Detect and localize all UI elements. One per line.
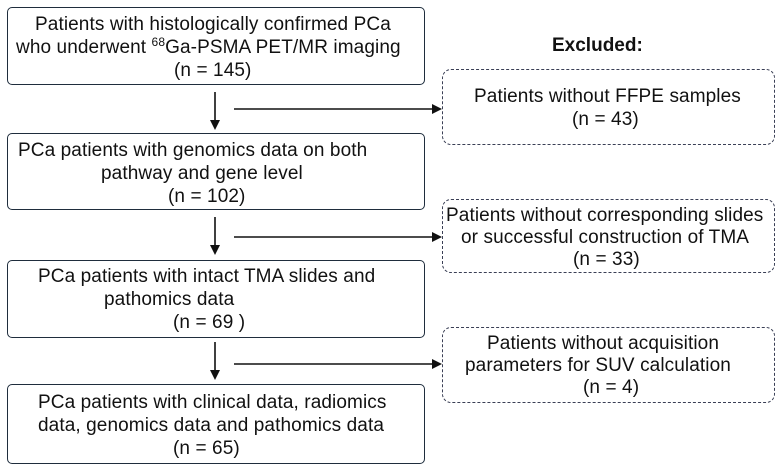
- exclusion-box-2: Patients without corresponding slides or…: [442, 199, 775, 273]
- step-3-line-1: PCa patients with intact TMA slides and: [38, 266, 376, 287]
- step-1-count: (n = 145): [174, 60, 252, 81]
- exclusion-3-line-2: parameters for SUV calculation: [465, 355, 731, 376]
- step-2-line-2: pathway and gene level: [101, 163, 303, 184]
- step-2-count: (n = 102): [168, 186, 246, 207]
- step-box-4: PCa patients with clinical data, radiomi…: [7, 384, 425, 464]
- step-1-superscript: 68: [151, 35, 166, 49]
- exclusion-2-count: (n = 33): [573, 249, 640, 270]
- exclusion-3-count: (n = 4): [583, 377, 640, 398]
- exclusion-3-line-1: Patients without acquisition: [487, 333, 719, 354]
- step-2-line-1: PCa patients with genomics data on both: [18, 140, 368, 161]
- exclusion-box-1: Patients without FFPE samples (n = 43): [442, 69, 775, 145]
- step-4-count: (n = 65): [173, 438, 240, 459]
- step-box-1: Patients with histologically confirmed P…: [7, 7, 425, 85]
- step-3-line-2: pathomics data: [104, 289, 235, 310]
- step-1-line-2-rest: Ga-PSMA PET/MR imaging: [165, 37, 401, 58]
- step-box-2: PCa patients with genomics data on both …: [7, 133, 425, 210]
- exclusion-box-3: Patients without acquisition parameters …: [442, 327, 775, 403]
- exclusion-2-line-1: Patients without corresponding slides: [446, 205, 764, 226]
- step-1-line-2-text: who underwent: [16, 37, 152, 58]
- step-1-line-2: who underwent 68Ga-PSMA PET/MR imaging: [16, 36, 401, 59]
- step-1-line-1: Patients with histologically confirmed P…: [35, 14, 391, 35]
- exclusion-1-count: (n = 43): [572, 109, 639, 130]
- step-3-count: (n = 69 ): [173, 312, 246, 333]
- exclusion-1-line-1: Patients without FFPE samples: [474, 86, 741, 107]
- step-box-3: PCa patients with intact TMA slides and …: [7, 260, 425, 338]
- exclusion-2-line-2: or successful construction of TMA: [461, 227, 750, 248]
- excluded-heading: Excluded:: [552, 35, 643, 56]
- step-4-line-2: data, genomics data and pathomics data: [38, 415, 385, 436]
- step-4-line-1: PCa patients with clinical data, radiomi…: [38, 392, 387, 413]
